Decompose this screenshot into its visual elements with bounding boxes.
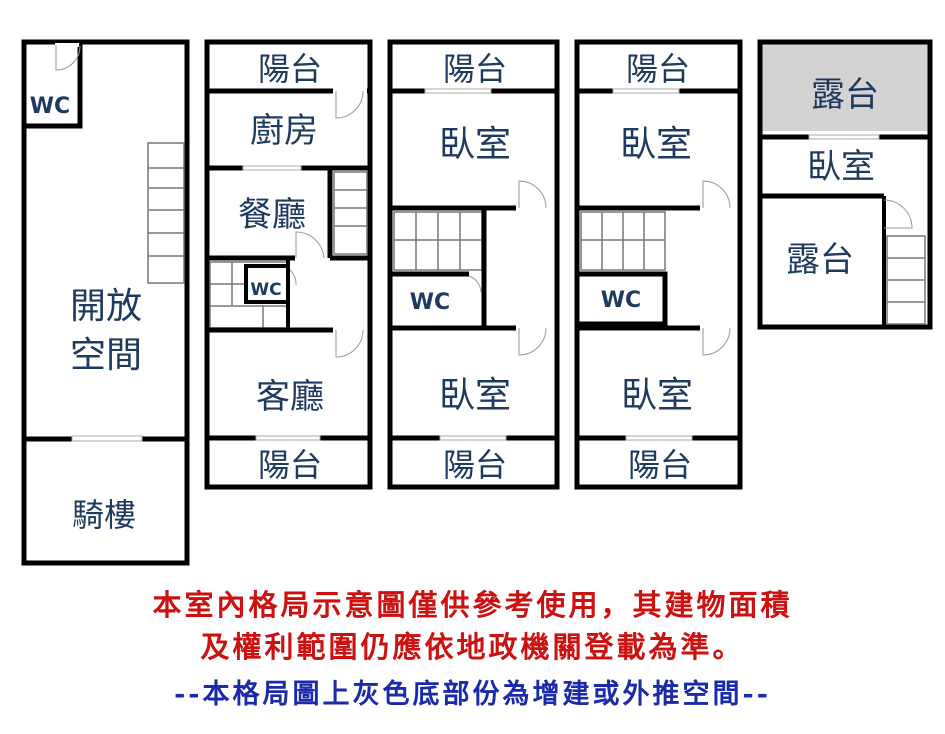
floor-2-balcony-top-label: 陽台 <box>258 50 322 88</box>
stairs <box>147 142 185 284</box>
floor-2-plan: 陽台 廚房 餐廳 WC 客廳 陽台 <box>204 39 373 490</box>
floor-5-bedroom-label: 臥室 <box>807 147 875 187</box>
disclaimer-line-1: 本室內格局示意圖僅供參考使用，其建物面積 <box>152 588 793 622</box>
floor-3-balcony-bottom-label: 陽台 <box>443 446 507 484</box>
floor-plan: WC 開放 空間 騎樓 <box>21 39 933 566</box>
floor-2-kitchen-label: 廚房 <box>250 111 318 151</box>
floor-1-plan: WC 開放 空間 騎樓 <box>21 39 190 566</box>
floor-2-balcony-bottom-label: 陽台 <box>258 446 322 484</box>
floor-1-open-space-label: 開放 <box>70 286 142 327</box>
stairs <box>393 211 483 271</box>
stairs <box>580 211 666 271</box>
floor-3-balcony-top-label: 陽台 <box>443 50 507 88</box>
added-area-note: --本格局圖上灰色底部份為增建或外推空間-- <box>174 679 771 710</box>
floor-4-bedroom-front-label: 臥室 <box>620 124 692 165</box>
floor-3-plan: 陽台 臥室 WC 臥室 陽台 <box>387 39 560 490</box>
stairs <box>886 235 926 325</box>
floor-5-terrace-front-label: 露台 <box>811 75 879 115</box>
floor-3-bedroom-front-label: 臥室 <box>439 124 511 165</box>
stairs <box>209 171 368 329</box>
floor-4-wc-label: WC <box>601 288 641 313</box>
floor-4-bedroom-back-label: 臥室 <box>621 375 693 416</box>
floor-1-arcade-label: 騎樓 <box>72 496 136 534</box>
floor-3-wc-label: WC <box>410 290 450 315</box>
floor-5-plan: 露台 臥室 露台 <box>757 39 933 330</box>
floor-4-balcony-top-label: 陽台 <box>626 50 690 88</box>
disclaimer-line-2: 及權利範圍仍應依地政機關登載為準。 <box>200 630 745 664</box>
floor-2-living-label: 客廳 <box>256 377 324 417</box>
floor-3-bedroom-back-label: 臥室 <box>439 375 511 416</box>
floor-2-dining-label: 餐廳 <box>238 195 306 235</box>
floor-5-terrace-back-label: 露台 <box>786 240 854 280</box>
floor-4-balcony-bottom-label: 陽台 <box>628 446 692 484</box>
floor-2-wc-label: WC <box>250 280 281 300</box>
floor-1-open-space-label-2: 空間 <box>70 335 142 376</box>
floor-1-wc-label: WC <box>30 94 70 119</box>
added-area-shading <box>762 44 928 131</box>
floor-4-plan: 陽台 臥室 WC 臥室 陽台 <box>574 39 743 490</box>
